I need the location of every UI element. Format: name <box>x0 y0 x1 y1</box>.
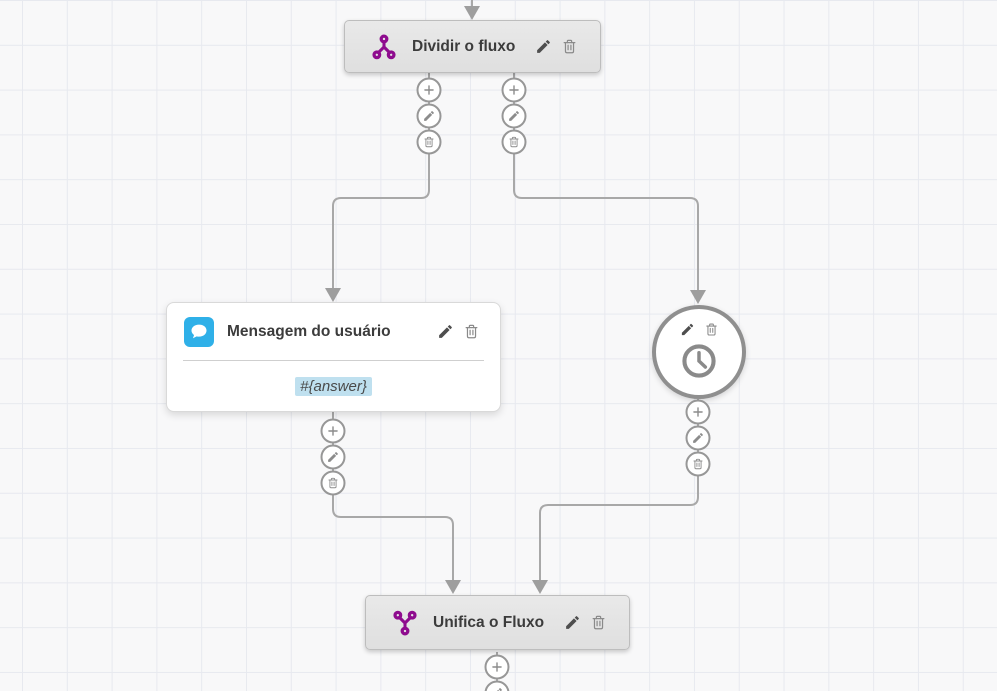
delete-message-node-button[interactable] <box>463 323 480 340</box>
pencil-icon <box>327 451 340 464</box>
arrowhead-into-message <box>325 288 341 302</box>
add-step-button-after-merge[interactable] <box>484 654 510 680</box>
merge-node-actions <box>564 614 607 631</box>
card-divider <box>183 360 484 361</box>
plus-icon <box>327 425 340 438</box>
pencil-icon <box>535 38 552 55</box>
split-flow-node[interactable]: Dividir o fluxo <box>344 20 601 73</box>
pencil-icon <box>437 323 454 340</box>
user-message-node[interactable]: Mensagem do usuário #{answer} <box>166 302 501 412</box>
trash-icon <box>508 136 521 149</box>
clock-icon <box>680 342 718 385</box>
merge-node-title: Unifica o Fluxo <box>433 613 545 631</box>
plus-icon <box>508 84 521 97</box>
pencil-icon <box>680 322 695 337</box>
merge-flow-node[interactable]: Unifica o Fluxo <box>365 595 630 650</box>
plus-icon <box>423 84 436 97</box>
trash-icon <box>561 38 578 55</box>
edit-wait-node-button[interactable] <box>680 322 695 337</box>
connector-split-to-wait <box>513 73 699 291</box>
user-message-header: Mensagem do usuário <box>167 303 500 360</box>
delete-connection-button-after-wait[interactable] <box>685 451 711 477</box>
delete-connection-button-left-branch[interactable] <box>416 129 442 155</box>
trash-icon <box>327 477 340 490</box>
split-icon <box>371 34 397 60</box>
trash-icon <box>704 322 719 337</box>
delete-merge-node-button[interactable] <box>590 614 607 631</box>
user-message-title: Mensagem do usuário <box>227 322 391 340</box>
edit-connection-button-right-branch[interactable] <box>501 103 527 129</box>
trash-icon <box>692 458 705 471</box>
chat-bubble-icon <box>184 316 214 347</box>
edit-connection-button-after-message[interactable] <box>320 444 346 470</box>
edit-merge-node-button[interactable] <box>564 614 581 631</box>
trash-icon <box>463 323 480 340</box>
pencil-icon <box>508 110 521 123</box>
delete-connection-button-right-branch[interactable] <box>501 129 527 155</box>
split-node-actions <box>535 38 578 55</box>
connector-wait-to-merge <box>539 399 699 581</box>
add-step-button-after-wait[interactable] <box>685 399 711 425</box>
delete-connection-button-after-message[interactable] <box>320 470 346 496</box>
wait-node-actions <box>656 322 742 337</box>
connector-message-to-merge <box>332 412 454 581</box>
pencil-icon <box>564 614 581 631</box>
wait-node[interactable] <box>652 305 746 399</box>
plus-icon <box>491 661 504 674</box>
arrowhead-into-wait <box>690 290 706 304</box>
pencil-icon <box>692 432 705 445</box>
edit-message-node-button[interactable] <box>437 323 454 340</box>
trash-icon <box>590 614 607 631</box>
delete-split-node-button[interactable] <box>561 38 578 55</box>
trash-icon <box>423 136 436 149</box>
add-step-button-left-branch[interactable] <box>416 77 442 103</box>
delete-wait-node-button[interactable] <box>704 322 719 337</box>
connector-split-to-message <box>332 73 430 289</box>
user-message-actions <box>437 323 480 340</box>
edit-connection-button-after-wait[interactable] <box>685 425 711 451</box>
split-node-title: Dividir o fluxo <box>412 37 516 55</box>
plus-icon <box>692 406 705 419</box>
arrowhead-into-split <box>464 6 480 20</box>
arrowhead-into-merge-right <box>532 580 548 594</box>
merge-icon <box>392 610 418 636</box>
edit-connection-button-left-branch[interactable] <box>416 103 442 129</box>
pencil-icon <box>491 687 504 691</box>
add-step-button-after-message[interactable] <box>320 418 346 444</box>
user-message-body: #{answer} <box>167 361 500 412</box>
pencil-icon <box>423 110 436 123</box>
arrowhead-into-merge-left <box>445 580 461 594</box>
add-step-button-right-branch[interactable] <box>501 77 527 103</box>
edit-split-node-button[interactable] <box>535 38 552 55</box>
variable-chip: #{answer} <box>295 377 372 396</box>
